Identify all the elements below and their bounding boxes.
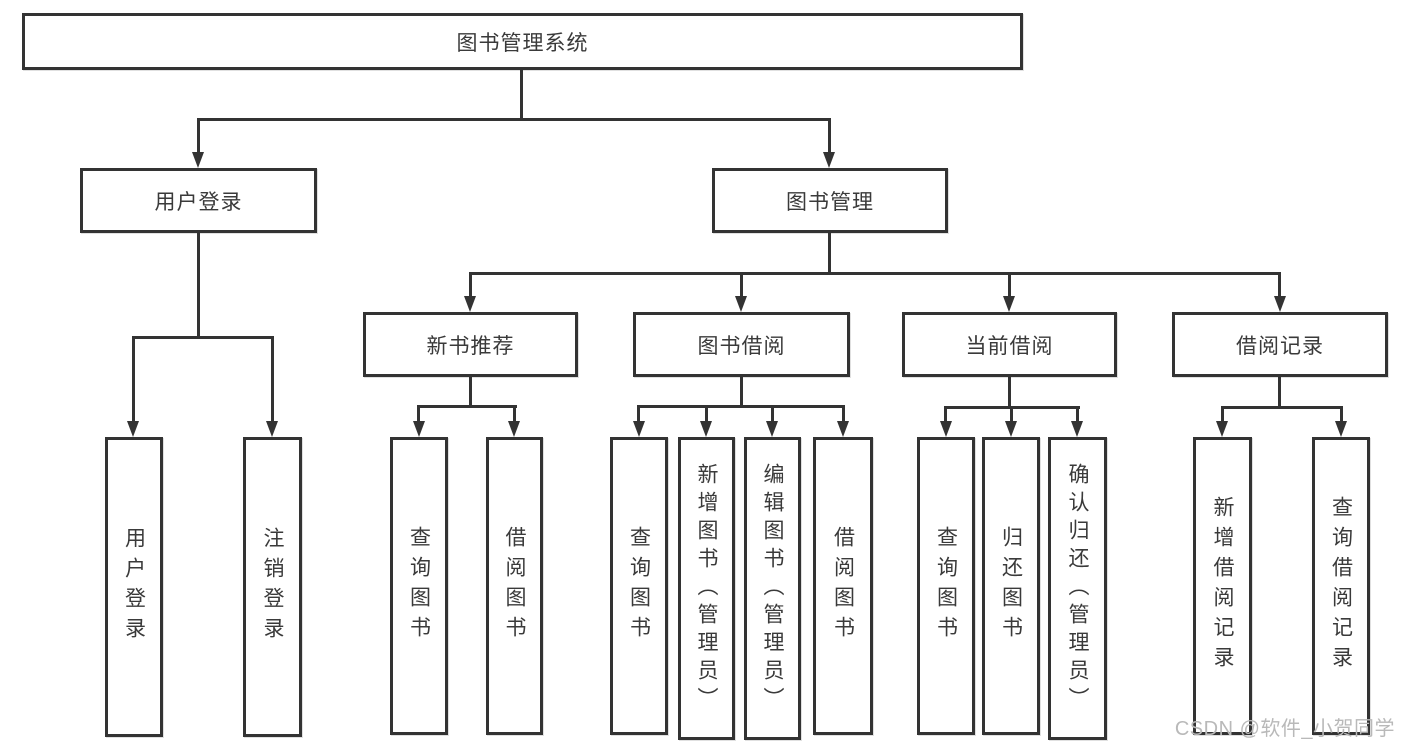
leaf-query-borrow-record: 查询借阅记录: [1312, 437, 1370, 735]
arrow-head: [1003, 296, 1015, 312]
connector: [132, 336, 135, 423]
arrow-head: [823, 152, 835, 168]
arrow-head: [940, 421, 952, 437]
leaf-label: 确认归还（管理员）: [1066, 462, 1089, 715]
connector: [771, 405, 774, 423]
connector: [705, 405, 708, 423]
connector: [197, 118, 831, 121]
connector: [469, 272, 472, 298]
connector: [513, 405, 516, 423]
arrow-head: [837, 421, 849, 437]
connector: [417, 405, 517, 408]
leaf-label: 查询图书: [407, 526, 431, 646]
arrow-head: [508, 421, 520, 437]
arrow-head: [413, 421, 425, 437]
connector: [637, 405, 845, 408]
connector: [637, 405, 640, 423]
connector: [740, 377, 743, 408]
leaf-borrow-books: 借阅图书: [486, 437, 543, 735]
connector: [828, 233, 831, 275]
leaf-label: 新增借阅记录: [1211, 496, 1234, 676]
leaf-label: 归还图书: [999, 526, 1023, 646]
connector: [1340, 406, 1343, 423]
node-book-borrow: 图书借阅: [633, 312, 850, 377]
arrow-head: [192, 152, 204, 168]
connector: [1008, 377, 1011, 409]
node-new-book-recommend: 新书推荐: [363, 312, 578, 377]
node-library-system: 图书管理系统: [22, 13, 1023, 70]
leaf-edit-books-admin: 编辑图书（管理员）: [744, 437, 801, 740]
node-user-login: 用户登录: [80, 168, 317, 233]
node-book-management: 图书管理: [712, 168, 948, 233]
arrow-head: [700, 421, 712, 437]
arrow-head: [1216, 421, 1228, 437]
leaf-label: 借阅图书: [503, 526, 526, 646]
connector: [1010, 406, 1013, 423]
connector: [469, 272, 1281, 275]
connector: [271, 336, 274, 423]
leaf-return-books: 归还图书: [982, 437, 1040, 735]
watermark: CSDN @软件_小贺同学: [1174, 718, 1395, 740]
connector: [417, 405, 420, 423]
connector: [1008, 272, 1011, 298]
arrow-head: [1335, 421, 1347, 437]
leaf-confirm-return-admin: 确认归还（管理员）: [1048, 437, 1107, 740]
arrow-head: [633, 421, 645, 437]
connector: [1221, 406, 1224, 423]
leaf-label: 查询图书: [934, 526, 958, 646]
connector: [842, 405, 845, 423]
connector: [1278, 377, 1281, 409]
leaf-label: 借阅图书: [831, 526, 855, 646]
connector: [132, 336, 274, 339]
connector: [1278, 272, 1281, 298]
leaf-label: 注销登录: [261, 527, 284, 647]
arrow-head: [1274, 296, 1286, 312]
leaf-user-login: 用户登录: [105, 437, 163, 737]
leaf-query-books: 查询图书: [390, 437, 448, 735]
leaf-label: 编辑图书（管理员）: [761, 462, 784, 715]
leaf-query-books: 查询图书: [917, 437, 975, 735]
connector: [1221, 406, 1343, 409]
arrow-head: [266, 421, 278, 437]
leaf-logout: 注销登录: [243, 437, 302, 737]
arrow-head: [1005, 421, 1017, 437]
node-borrow-record: 借阅记录: [1172, 312, 1388, 377]
connector: [828, 118, 831, 154]
connector: [740, 272, 743, 298]
leaf-label: 查询借阅记录: [1329, 496, 1353, 676]
connector: [197, 118, 200, 154]
arrow-head: [1071, 421, 1083, 437]
leaf-add-books-admin: 新增图书（管理员）: [678, 437, 735, 740]
arrow-head: [735, 296, 747, 312]
connector: [197, 233, 200, 336]
connector: [520, 67, 523, 121]
leaf-query-books: 查询图书: [610, 437, 668, 735]
leaf-label: 用户登录: [122, 527, 146, 647]
connector: [944, 406, 947, 423]
leaf-borrow-books: 借阅图书: [813, 437, 873, 735]
connector: [1076, 406, 1079, 423]
leaf-label: 新增图书（管理员）: [695, 462, 718, 715]
leaf-add-borrow-record: 新增借阅记录: [1193, 437, 1252, 735]
leaf-label: 查询图书: [627, 526, 651, 646]
connector: [469, 377, 472, 408]
arrow-head: [766, 421, 778, 437]
node-current-borrow: 当前借阅: [902, 312, 1117, 377]
arrow-head: [127, 421, 139, 437]
arrow-head: [464, 296, 476, 312]
